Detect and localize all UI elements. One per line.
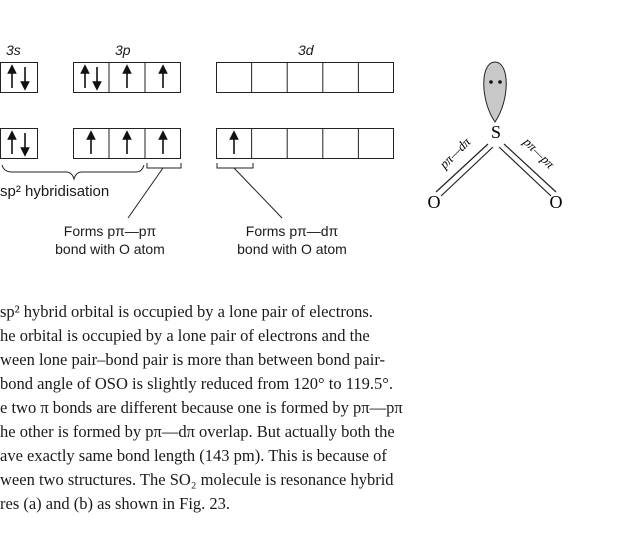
orbital-box-3d-row2 <box>216 128 394 159</box>
label-3p: 3p <box>115 42 131 58</box>
text-line: ween lone pair–bond pair is more than be… <box>0 350 386 369</box>
bond-label-right: pπ—pπ <box>520 134 558 172</box>
sulfur-atom: S <box>491 122 501 142</box>
lone-pair-electron <box>498 80 502 84</box>
oxygen-atom-left: O <box>428 192 441 212</box>
orbital-box-3s-row1 <box>0 62 38 93</box>
caption-d-line1: Forms pπ—dπ <box>245 223 339 239</box>
orbital-arrows <box>1 62 359 219</box>
orbital-box-3s-row2 <box>0 128 38 159</box>
label-3s: 3s <box>6 42 21 58</box>
text-line: he other is formed by pπ—dπ overlap. But… <box>0 422 395 441</box>
oxygen-atom-right: O <box>550 192 563 212</box>
caption-d-line2: bond with O atom <box>237 241 347 257</box>
text-line: res (a) and (b) as shown in Fig. 23. <box>0 494 231 513</box>
caption-p-line2: bond with O atom <box>55 241 165 257</box>
bond-label-left: pπ—dπ <box>436 134 474 172</box>
lone-pair-lobe <box>483 61 507 123</box>
lone-pair-electron <box>489 80 493 84</box>
caption-p-line1: Forms pπ—pπ <box>63 223 157 239</box>
hybridisation-label: sp² hybridisation <box>0 183 110 200</box>
text-line: he orbital is occupied by a lone pair of… <box>0 326 370 345</box>
caption-p-bond: Forms pπ—pπ bond with O atom <box>30 222 190 258</box>
text-line: bond angle of OSO is slightly reduced fr… <box>0 374 393 393</box>
text-line: ween two structures. The SO₂ molecule is… <box>0 470 394 489</box>
caption-d-bond: Forms pπ—dπ bond with O atom <box>212 222 372 258</box>
label-3d: 3d <box>298 42 314 58</box>
text-line: ave exactly same bond length (143 pm). T… <box>0 446 387 465</box>
text-line: e two π bonds are different because one … <box>0 398 403 417</box>
so2-structure: S O O pπ—dπ pπ—pπ <box>428 61 563 212</box>
orbital-box-3d-row1 <box>216 62 394 93</box>
text-line: sp² hybrid orbital is occupied by a lone… <box>0 302 373 321</box>
